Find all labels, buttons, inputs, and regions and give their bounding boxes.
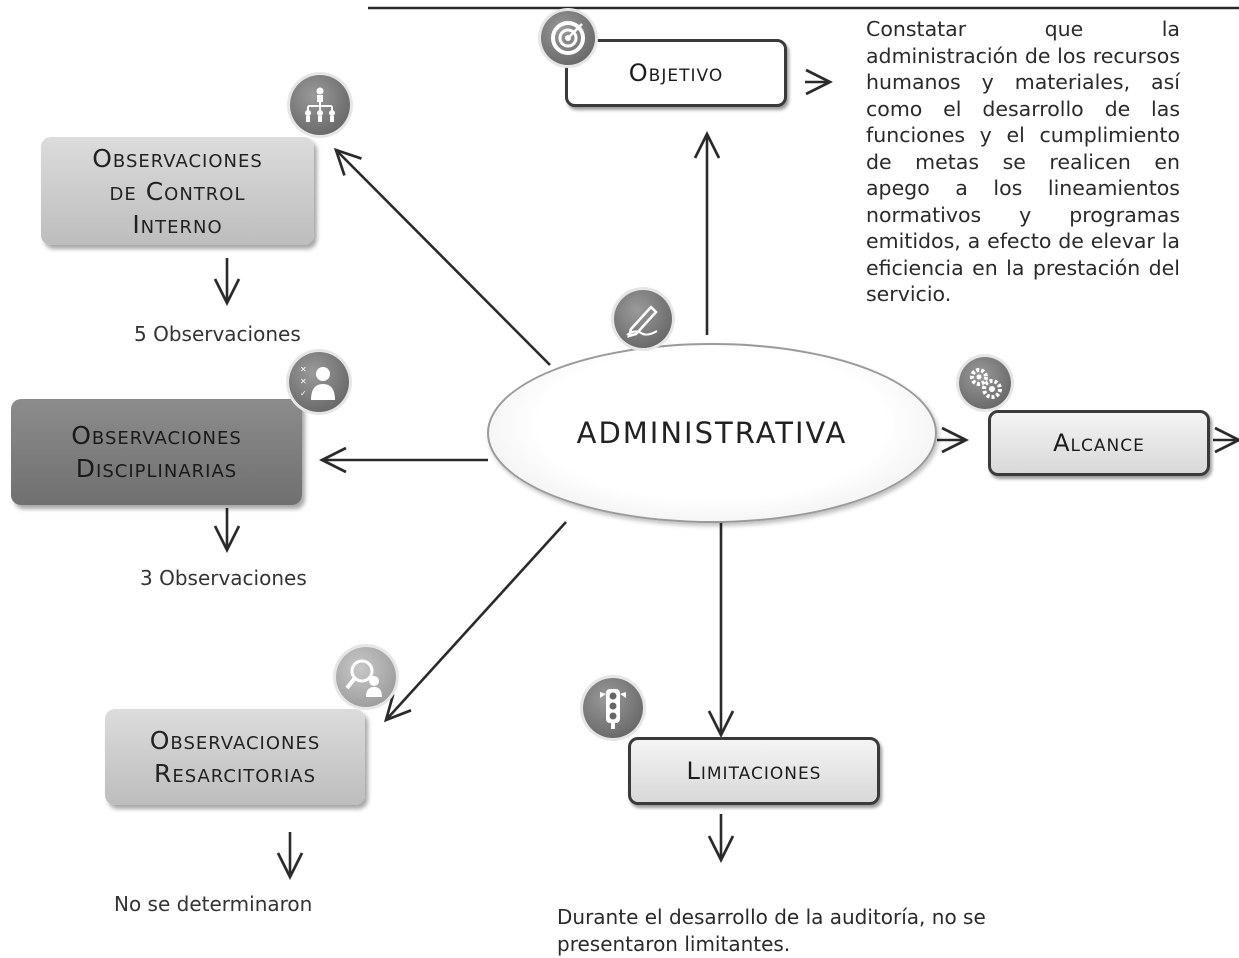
limitaciones-label: Limitaciones xyxy=(686,756,822,785)
resarcitorias-box: Observaciones Resarcitorias xyxy=(105,709,365,805)
limitaciones-description: Durante el desarrollo de la auditoría, n… xyxy=(557,905,986,956)
resarcitorias-line2: Resarcitorias xyxy=(153,759,317,788)
arrow-to-control-interno xyxy=(336,150,551,366)
disciplinarias-result: 3 Observaciones xyxy=(140,566,307,590)
control-interno-line2: de Control xyxy=(109,176,246,206)
disciplinarias-box: Observaciones Disciplinarias xyxy=(11,399,302,505)
gears-icon xyxy=(959,357,1011,409)
objetivo-box: Objetivo xyxy=(565,39,787,107)
resarcitorias-result: No se determinaron xyxy=(114,892,313,916)
disciplinarias-line2: Disciplinarias xyxy=(75,454,238,483)
arrow-to-resarcitorias xyxy=(386,521,567,720)
control-interno-result: 5 Observaciones xyxy=(134,322,301,346)
control-interno-line3: Interno xyxy=(132,209,223,239)
pen-writing-icon xyxy=(614,290,672,348)
target-icon xyxy=(541,11,595,65)
control-interno-box: Observaciones de Control Interno xyxy=(41,137,314,245)
alcance-box: Alcance xyxy=(988,410,1210,476)
limitaciones-box: Limitaciones xyxy=(628,737,880,805)
resarcitorias-line1: Observaciones xyxy=(149,726,321,755)
traffic-light-icon xyxy=(583,678,643,738)
disciplinarias-line1: Observaciones xyxy=(71,421,242,450)
alcance-label: Alcance xyxy=(1053,428,1145,457)
svg-text:✕: ✕ xyxy=(300,365,307,374)
control-interno-line1: Observaciones xyxy=(92,143,263,173)
person-checklist-icon: ✕ ✕ ✓ xyxy=(289,352,349,412)
svg-text:✓: ✓ xyxy=(300,389,307,398)
objetivo-label: Objetivo xyxy=(628,58,724,87)
center-node-administrativa: ADMINISTRATIVA xyxy=(487,343,937,523)
objetivo-description: Constatar que la administración de los r… xyxy=(866,17,1180,306)
svg-text:✕: ✕ xyxy=(300,377,307,386)
org-chart-icon xyxy=(290,75,350,135)
magnifier-person-icon xyxy=(336,647,396,707)
center-label: ADMINISTRATIVA xyxy=(576,416,848,450)
